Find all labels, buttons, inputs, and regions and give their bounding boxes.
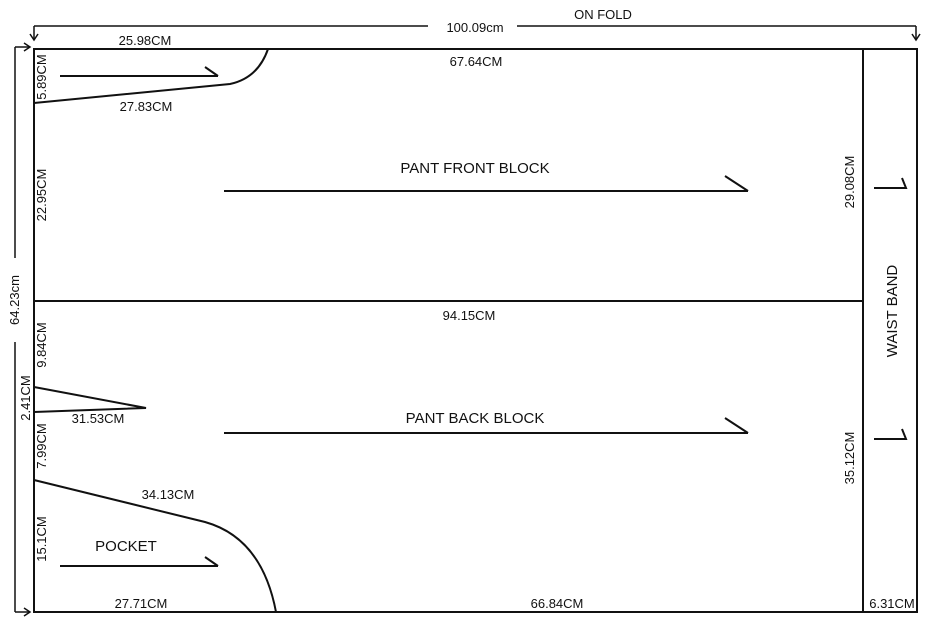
back-dart: [33, 386, 147, 413]
front-curve: [33, 48, 269, 104]
waistband-grain-bottom: [874, 428, 908, 440]
front-right-label: 29.08CM: [842, 156, 857, 209]
waistband-width-label: 6.31CM: [869, 596, 915, 611]
waistband: WAIST BAND 6.31CM: [869, 177, 915, 611]
back-left-d-label: 15.1CM: [34, 516, 49, 562]
back-left-c-label: 7.99CM: [34, 423, 49, 469]
back-left-a-label: 9.84CM: [34, 322, 49, 368]
front-left-top-label: 5.89CM: [34, 54, 49, 100]
middle-width-label: 94.15CM: [443, 308, 496, 323]
total-height-label: 64.23cm: [7, 275, 22, 325]
waistband-title: WAIST BAND: [884, 265, 901, 358]
back-dart-label: 31.53CM: [72, 411, 125, 426]
back-right-label: 35.12CM: [842, 432, 857, 485]
waistband-grain-top: [874, 177, 908, 189]
back-block: 9.84CM 2.41CM 31.53CM 7.99CM 34.13CM 15.…: [18, 322, 857, 613]
back-curve: [33, 479, 277, 613]
front-block: 25.98CM 67.64CM 27.83CM 5.89CM 22.95CM 2…: [33, 33, 857, 222]
front-top-label: 67.64CM: [450, 54, 503, 69]
on-fold-label: ON FOLD: [574, 7, 632, 22]
back-title: PANT BACK BLOCK: [406, 410, 545, 427]
total-width-label: 100.09cm: [446, 20, 503, 35]
back-bottom-label: 66.84CM: [531, 596, 584, 611]
back-bottom-left-label: 27.71CM: [115, 596, 168, 611]
back-left-b-label: 2.41CM: [18, 375, 33, 421]
pocket-label: POCKET: [95, 538, 157, 555]
top-dimension: 100.09cm ON FOLD: [29, 7, 921, 42]
left-dimension: 64.23cm: [7, 42, 32, 617]
front-title: PANT FRONT BLOCK: [400, 160, 549, 177]
back-curve-label: 34.13CM: [142, 487, 195, 502]
front-dart-label: 27.83CM: [120, 99, 173, 114]
front-top-left-label: 25.98CM: [119, 33, 172, 48]
outer-border: [33, 48, 918, 613]
front-left-mid-label: 22.95CM: [34, 169, 49, 222]
